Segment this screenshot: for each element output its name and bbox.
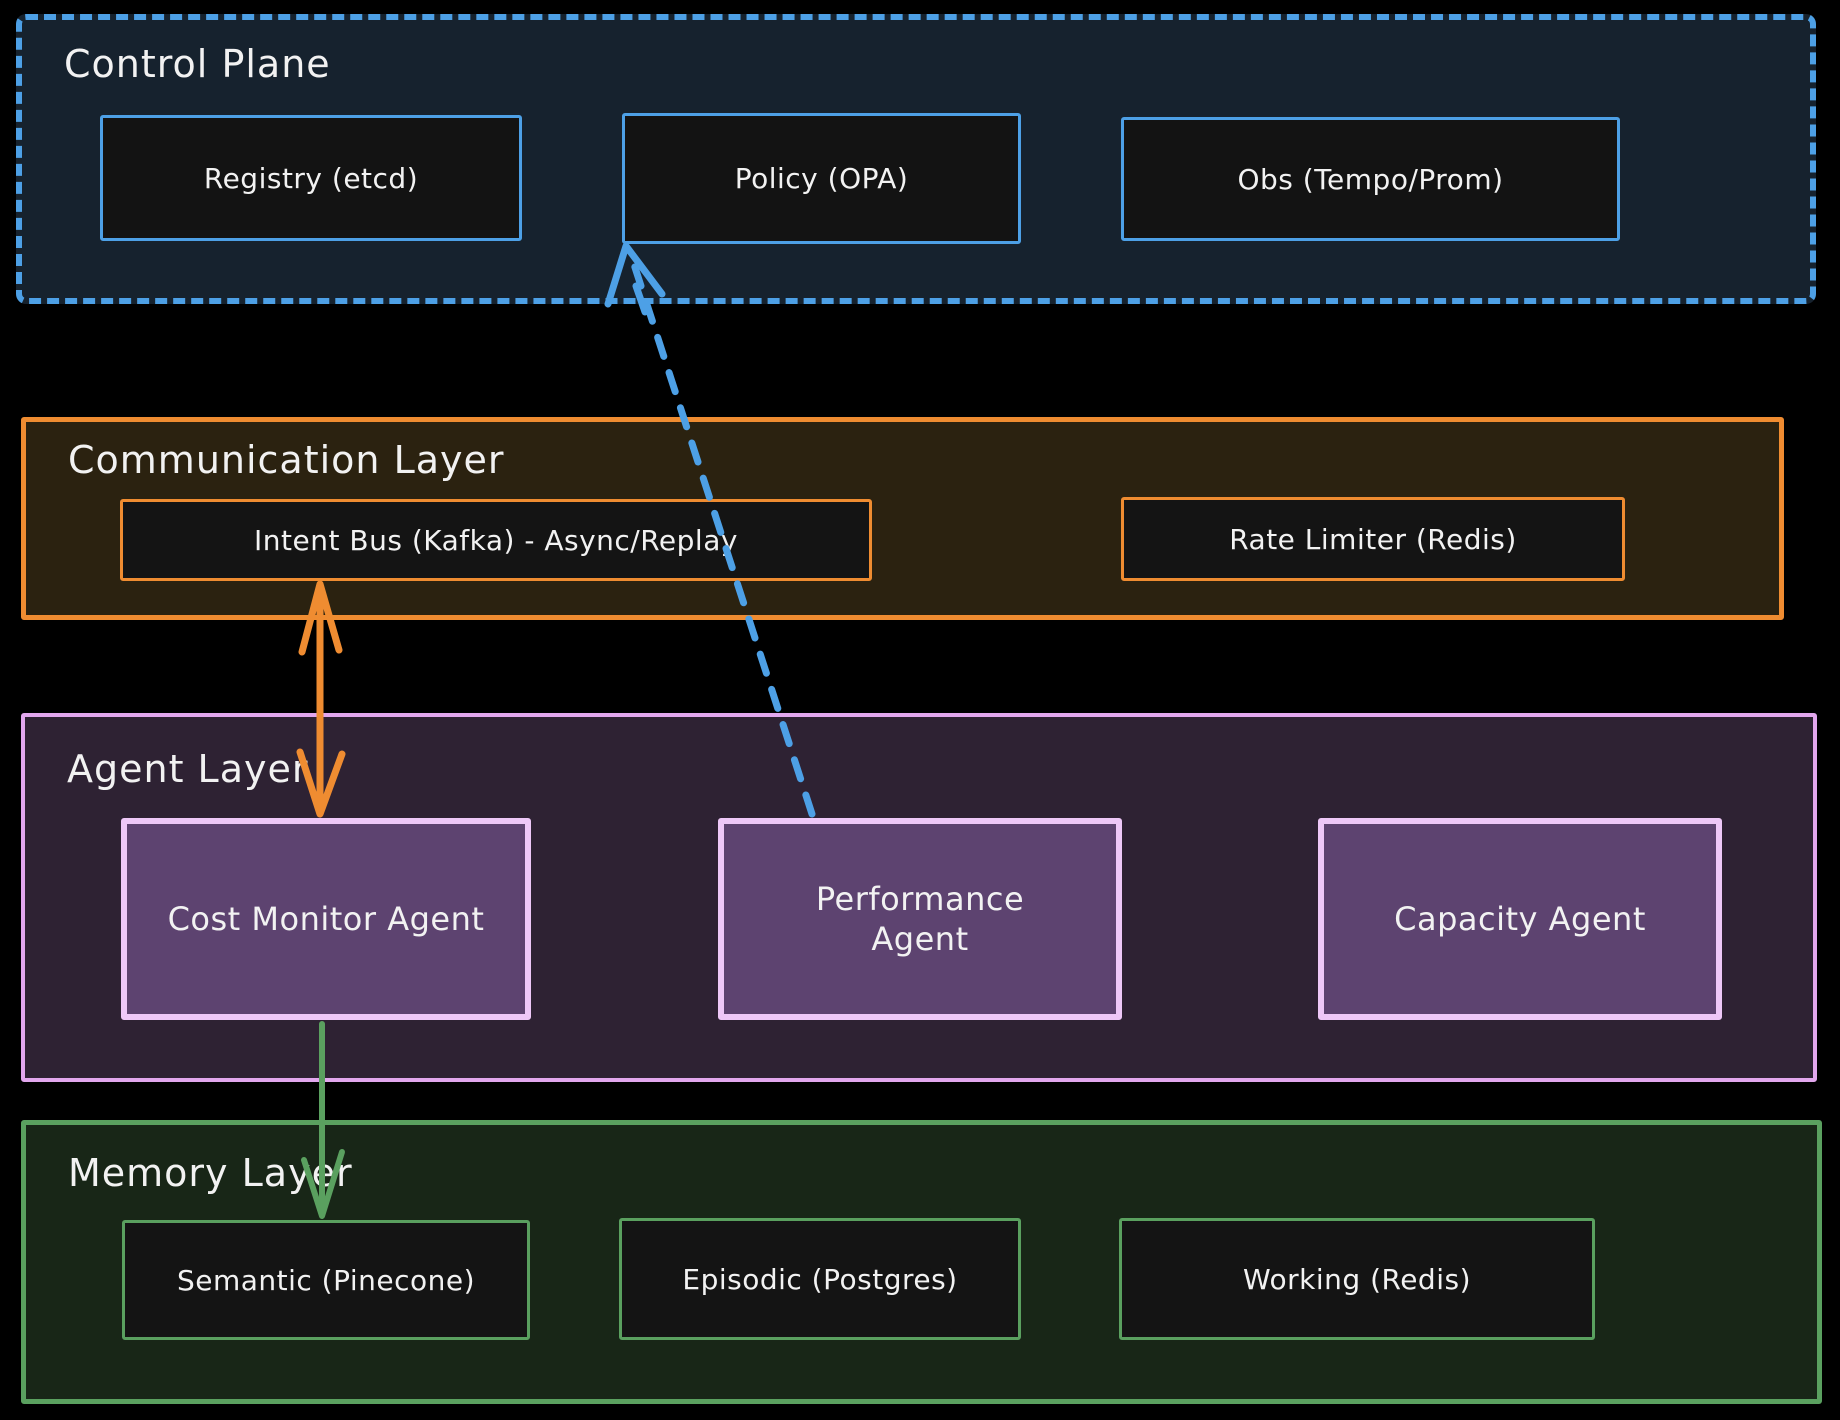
node-working-redis: Working (Redis) bbox=[1119, 1218, 1595, 1340]
memory-layer-title: Memory Layer bbox=[68, 1151, 353, 1195]
node-cost-monitor-agent: Cost Monitor Agent bbox=[121, 818, 531, 1020]
node-intent-bus-kafka: Intent Bus (Kafka) - Async/Replay bbox=[120, 499, 872, 581]
node-episodic-postgres: Episodic (Postgres) bbox=[619, 1218, 1021, 1340]
node-registry-etcd: Registry (etcd) bbox=[100, 115, 522, 241]
communication-layer-title: Communication Layer bbox=[68, 438, 505, 482]
node-obs-tempo-prom: Obs (Tempo/Prom) bbox=[1121, 117, 1620, 241]
node-performance-agent: Performance Agent bbox=[718, 818, 1122, 1020]
node-semantic-pinecone: Semantic (Pinecone) bbox=[122, 1220, 530, 1340]
node-rate-limiter-redis: Rate Limiter (Redis) bbox=[1121, 497, 1625, 581]
agent-layer-title: Agent Layer bbox=[67, 747, 309, 791]
node-capacity-agent: Capacity Agent bbox=[1318, 818, 1722, 1020]
control-plane-title: Control Plane bbox=[64, 42, 331, 86]
node-policy-opa: Policy (OPA) bbox=[622, 113, 1021, 244]
